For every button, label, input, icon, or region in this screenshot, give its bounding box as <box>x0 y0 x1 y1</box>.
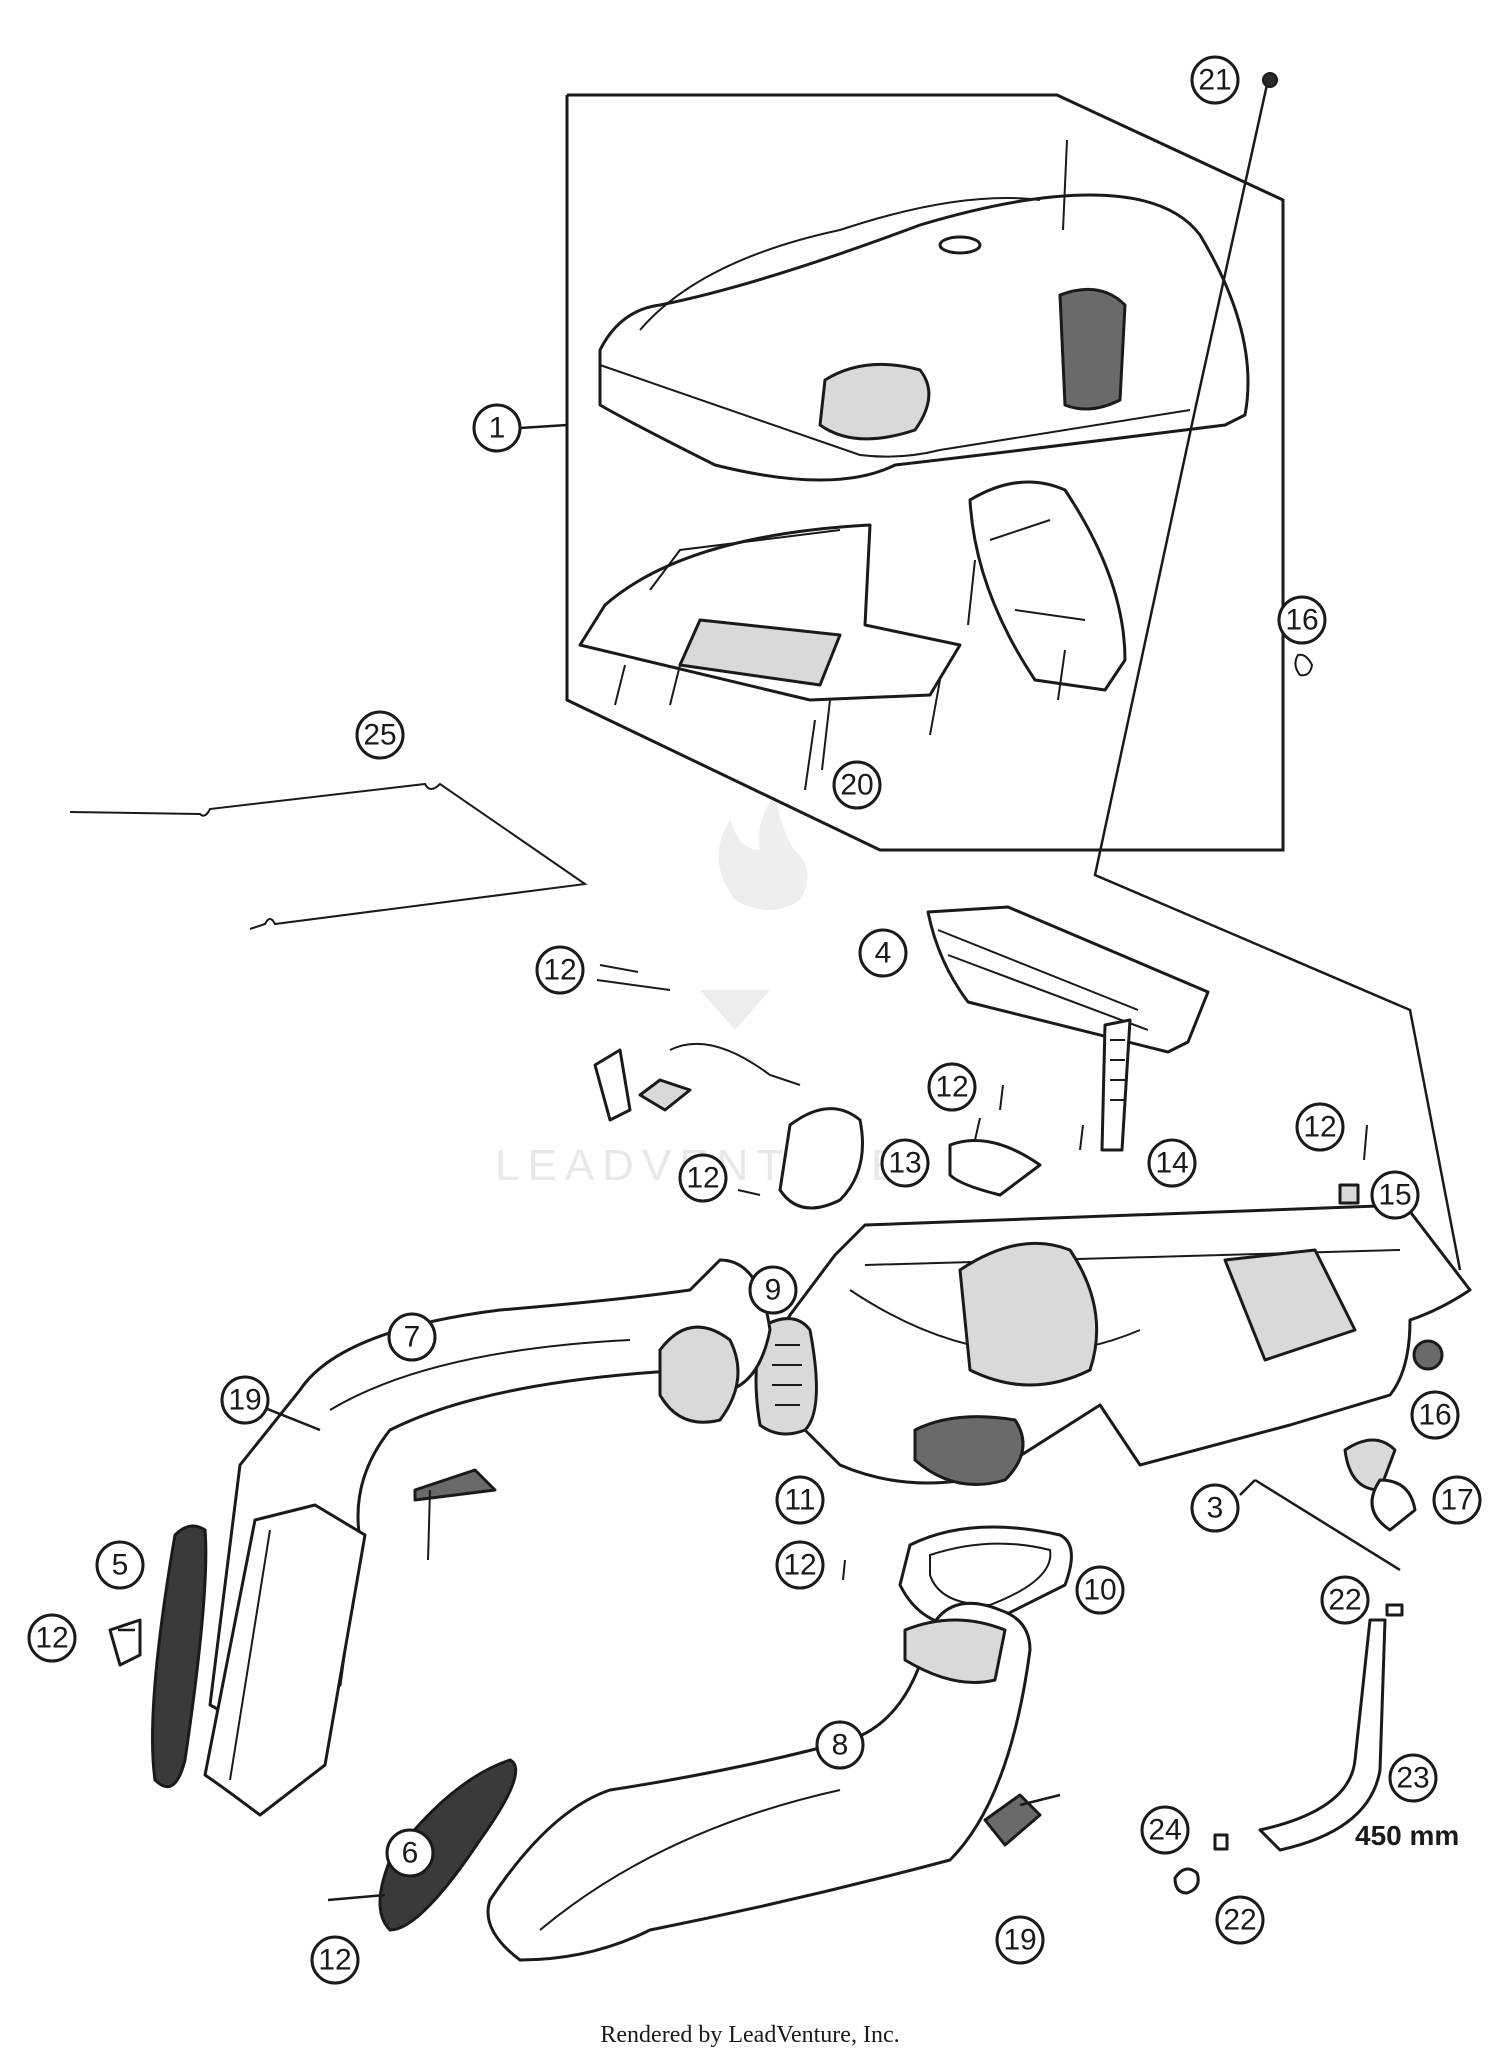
svg-text:9: 9 <box>765 1274 782 1307</box>
callout-9: 9 <box>748 1265 798 1315</box>
intake-tube-8 <box>486 1601 1042 1962</box>
callout-19-a: 19 <box>220 1375 270 1425</box>
callout-3: 3 <box>1190 1483 1240 1533</box>
svg-text:1: 1 <box>489 412 506 445</box>
svg-text:19: 19 <box>228 1384 261 1417</box>
svg-text:5: 5 <box>112 1549 129 1582</box>
fittings <box>1173 653 1444 1895</box>
airbox-lid <box>598 139 1250 482</box>
svg-text:13: 13 <box>888 1147 921 1180</box>
svg-text:12: 12 <box>686 1162 719 1195</box>
svg-text:15: 15 <box>1378 1179 1411 1212</box>
callout-25: 25 <box>355 710 405 760</box>
hose-length-label: 450 mm <box>1355 1820 1459 1851</box>
callout-12-e: 12 <box>775 1540 825 1590</box>
svg-text:12: 12 <box>318 1944 351 1977</box>
callout-19-b: 19 <box>995 1915 1045 1965</box>
svg-text:7: 7 <box>404 1321 421 1354</box>
callout-16-bottom: 16 <box>1410 1390 1460 1440</box>
callout-4: 4 <box>858 928 908 978</box>
svg-text:12: 12 <box>543 954 576 987</box>
callout-12-b: 12 <box>927 1062 977 1112</box>
svg-text:14: 14 <box>1155 1147 1188 1180</box>
svg-text:12: 12 <box>783 1549 816 1582</box>
callout-12-c: 12 <box>1295 1102 1345 1152</box>
svg-text:12: 12 <box>935 1071 968 1104</box>
inner-baffle <box>578 480 1127 791</box>
svg-text:12: 12 <box>35 1622 68 1655</box>
wire <box>69 782 588 930</box>
grille-6 <box>378 1758 518 1932</box>
callout-7: 7 <box>387 1312 437 1362</box>
callout-12-f: 12 <box>27 1613 77 1663</box>
svg-text:19: 19 <box>1003 1924 1036 1957</box>
callout-22-a: 22 <box>1320 1575 1370 1625</box>
svg-text:23: 23 <box>1396 1762 1429 1795</box>
svg-text:25: 25 <box>363 719 396 752</box>
callout-12-d: 12 <box>678 1153 728 1203</box>
callout-20: 20 <box>832 760 882 810</box>
intake-tube-7 <box>203 1258 772 1817</box>
svg-text:20: 20 <box>840 769 873 802</box>
callout-12-g: 12 <box>310 1935 360 1985</box>
bracket-parts <box>593 964 1368 1581</box>
svg-text:16: 16 <box>1285 604 1318 637</box>
seal-9 <box>754 1317 818 1436</box>
svg-text:6: 6 <box>402 1837 419 1870</box>
svg-text:22: 22 <box>1223 1904 1256 1937</box>
callout-23: 23 <box>1388 1753 1438 1803</box>
air-filter <box>926 905 1210 1054</box>
svg-text:4: 4 <box>875 937 892 970</box>
callout-17: 17 <box>1432 1475 1482 1525</box>
callout-13: 13 <box>880 1138 930 1188</box>
callout-12-a: 12 <box>535 945 585 995</box>
callout-14: 14 <box>1147 1138 1197 1188</box>
callout-16-top: 16 <box>1277 595 1327 645</box>
callout-22-b: 22 <box>1215 1895 1265 1945</box>
svg-text:10: 10 <box>1083 1574 1116 1607</box>
callout-6: 6 <box>385 1828 435 1878</box>
svg-text:17: 17 <box>1440 1484 1473 1517</box>
svg-text:11: 11 <box>784 1484 815 1517</box>
svg-text:22: 22 <box>1328 1584 1361 1617</box>
airbox-body <box>775 1203 1472 1486</box>
callout-8: 8 <box>815 1720 865 1770</box>
callout-10: 10 <box>1075 1565 1125 1615</box>
svg-text:21: 21 <box>1198 64 1231 97</box>
callout-21: 21 <box>1190 55 1240 105</box>
svg-text:16: 16 <box>1418 1399 1451 1432</box>
kit-frame <box>565 93 1285 852</box>
render-credit: Rendered by LeadVenture, Inc. <box>600 2022 900 2048</box>
svg-text:3: 3 <box>1207 1492 1224 1525</box>
leader-lines <box>118 423 1256 1902</box>
callout-15: 15 <box>1370 1170 1420 1220</box>
long-bolt <box>1193 72 1278 411</box>
callout-5: 5 <box>95 1540 145 1590</box>
callout-1: 1 <box>472 403 522 453</box>
svg-text:12: 12 <box>1303 1111 1336 1144</box>
svg-text:8: 8 <box>832 1729 849 1762</box>
callout-24: 24 <box>1140 1805 1190 1855</box>
callout-11: 11 <box>775 1475 825 1525</box>
svg-text:24: 24 <box>1148 1814 1181 1847</box>
